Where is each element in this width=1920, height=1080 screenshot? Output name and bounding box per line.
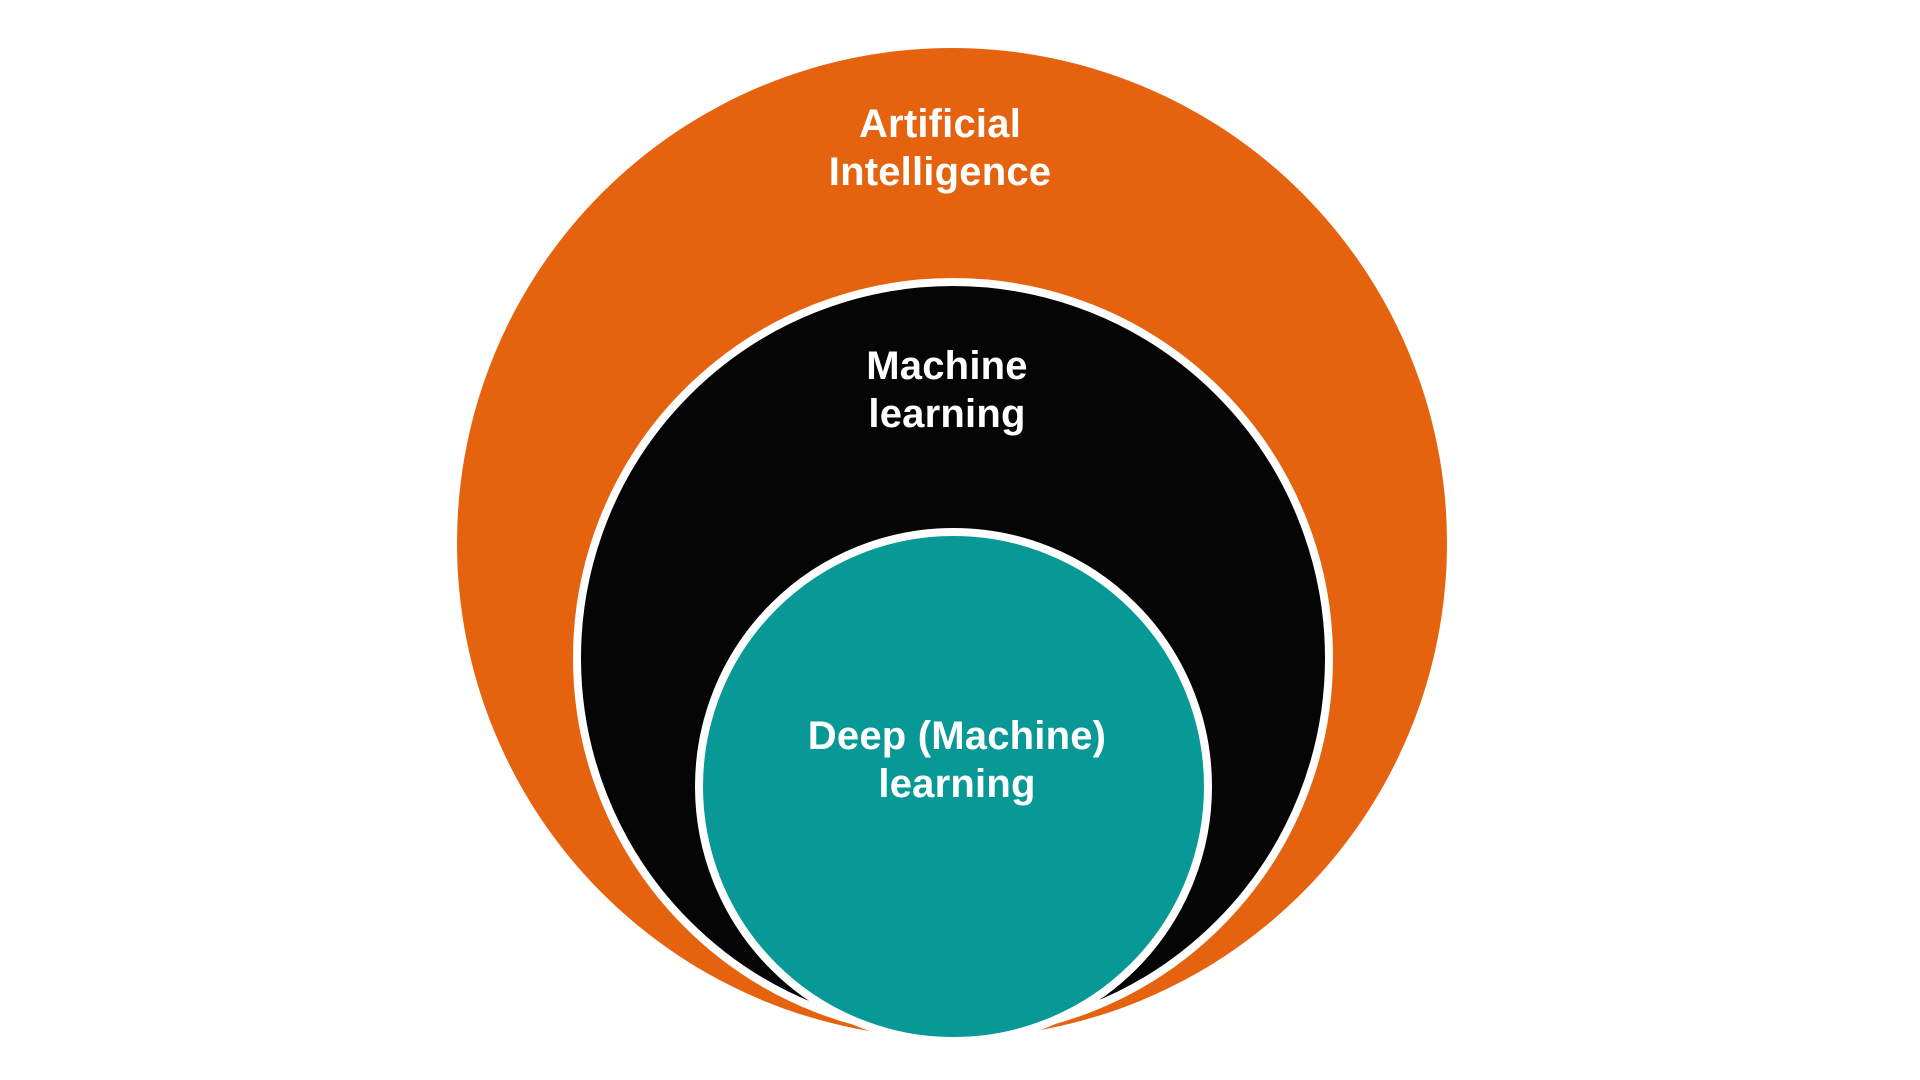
artificial-intelligence-label: Artificial Intelligence xyxy=(828,102,1052,194)
machine-learning-label: Machine learning xyxy=(866,344,1028,436)
deep-learning-label: Deep (Machine) learning xyxy=(807,714,1107,806)
deep-learning-circle xyxy=(695,528,1212,1045)
